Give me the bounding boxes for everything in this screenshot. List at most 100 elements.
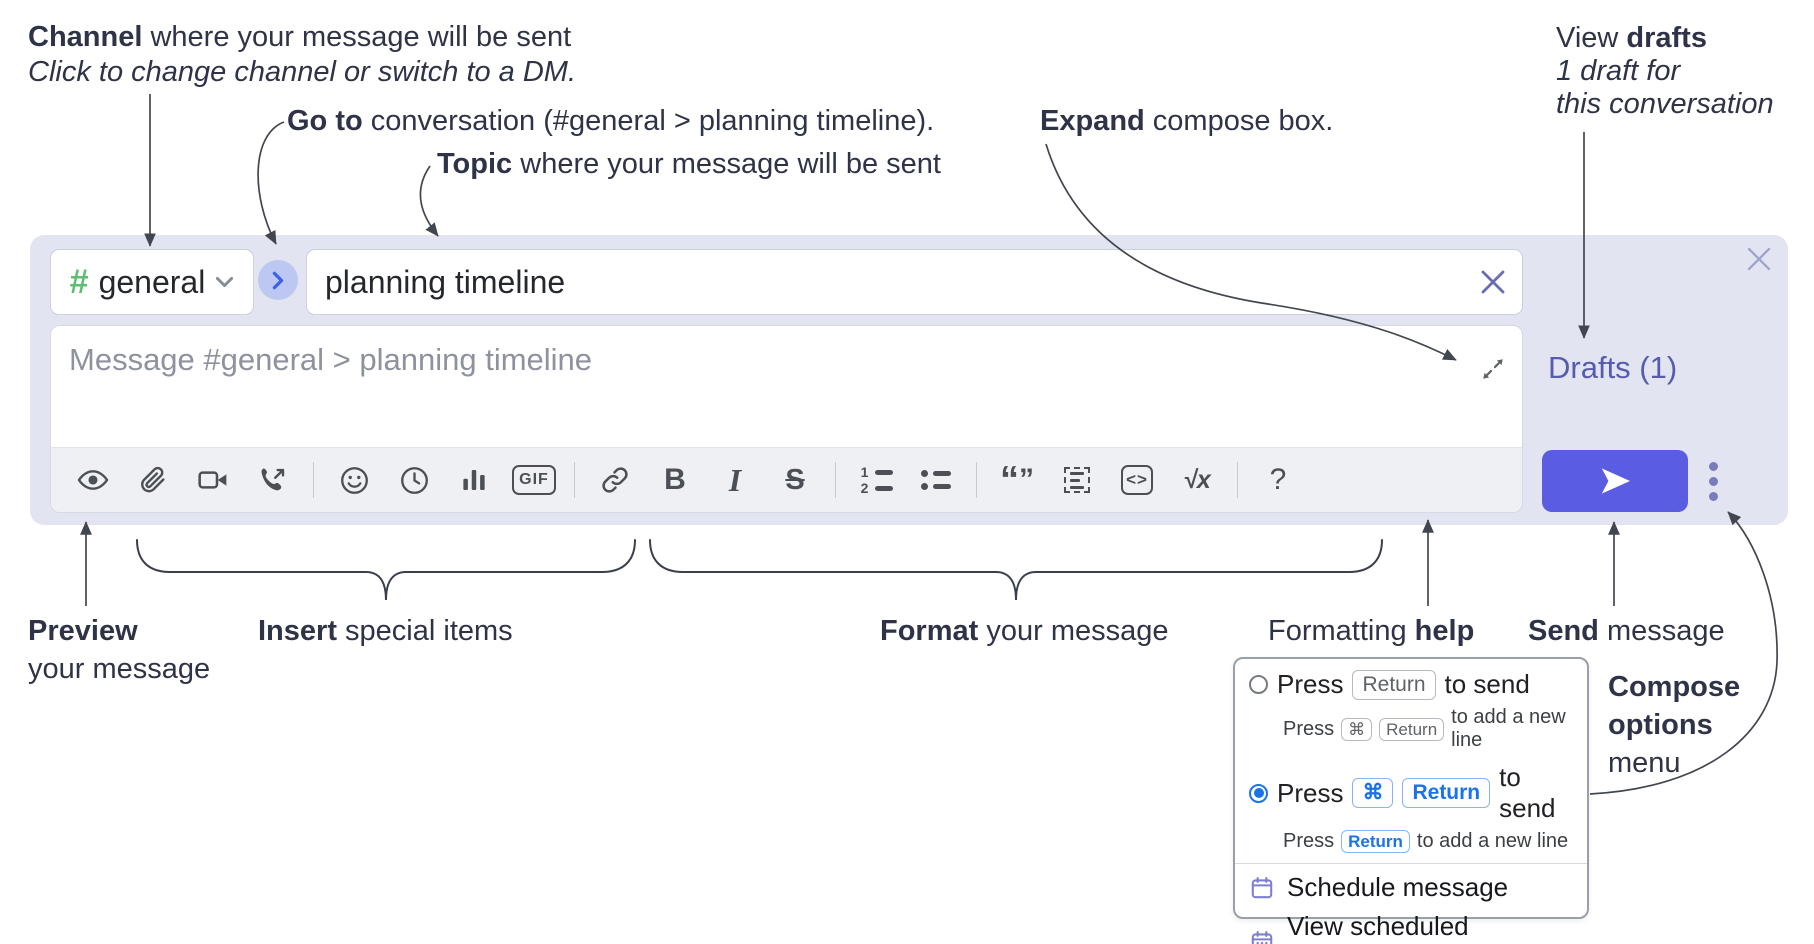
close-compose-icon[interactable] (1744, 244, 1774, 274)
numbered-list-button[interactable]: 1 2 (852, 456, 900, 504)
bar-chart-icon (463, 470, 485, 490)
time-button[interactable] (390, 456, 438, 504)
formatting-help-button[interactable]: ? (1254, 456, 1302, 504)
opt2-sub-pre: Press (1283, 830, 1335, 852)
cmd-key-chip: ⌘ (1352, 778, 1394, 808)
channel-selector-button[interactable]: # general (50, 249, 254, 315)
attach-file-button[interactable] (129, 456, 177, 504)
bold-icon: B (664, 463, 686, 496)
clock-icon (400, 466, 428, 494)
compose-options-line3: menu (1608, 747, 1681, 779)
format-caption-bold: Format (880, 615, 979, 647)
eye-icon (77, 470, 109, 490)
gif-button[interactable]: GIF (510, 456, 558, 504)
link-button[interactable] (591, 456, 639, 504)
audio-call-button[interactable] (249, 456, 297, 504)
send-caption-rest: message (1598, 615, 1725, 647)
view-drafts-line3: this conversation (1556, 88, 1774, 120)
video-call-button[interactable] (189, 456, 237, 504)
channel-annotation-bold: Channel (28, 21, 143, 53)
ol-digit-2: 2 (860, 480, 869, 496)
bulleted-list-button[interactable] (912, 456, 960, 504)
format-brace (649, 539, 1383, 601)
goto-annotation-rest: conversation (#general > planning timeli… (362, 105, 935, 137)
poll-button[interactable] (450, 456, 498, 504)
opt2-pre: Press (1277, 777, 1344, 808)
goto-annotation-bold: Go to (287, 105, 363, 137)
paperclip-icon (141, 466, 165, 493)
topic-input-wrap (306, 249, 1523, 315)
radio-unselected-icon[interactable] (1249, 675, 1268, 694)
message-box: Message #general > planning timeline (50, 325, 1523, 513)
topic-annotation-rest: where your message will be sent (512, 148, 941, 180)
spoiler-block-button[interactable] (1053, 456, 1101, 504)
insert-caption: Insert special items (258, 612, 513, 650)
insert-caption-rest: special items (336, 615, 513, 647)
topic-input[interactable] (306, 249, 1523, 315)
code-button[interactable]: <> (1113, 456, 1161, 504)
compose-options-caption: Compose options menu (1608, 668, 1740, 782)
help-caption-bold: help (1414, 615, 1475, 647)
expand-annotation-bold: Expand (1040, 105, 1145, 137)
bold-button[interactable]: B (651, 456, 699, 504)
insert-brace (136, 539, 636, 601)
strikethrough-icon: S (785, 463, 805, 496)
drafts-link[interactable]: Drafts (1) (1548, 350, 1678, 385)
cmd-key-chip: ⌘ (1341, 717, 1373, 741)
link-icon (602, 467, 628, 493)
quote-button[interactable]: “” (993, 456, 1041, 504)
topic-annotation: Topic where your message will be sent (437, 147, 941, 182)
goto-conversation-button[interactable] (258, 260, 298, 300)
option-enter-to-send-sub: Press ⌘ Return to add a new line (1235, 700, 1587, 752)
preview-button[interactable] (69, 456, 117, 504)
opt1-post: to send (1444, 669, 1530, 699)
option-cmd-enter-to-send[interactable]: Press ⌘ Return to send (1235, 752, 1587, 824)
quote-icon: “ (1000, 459, 1019, 501)
kebab-dot (1708, 476, 1718, 486)
bulleted-list-icon (921, 470, 951, 490)
preview-caption: Preview your message (28, 612, 210, 688)
opt2-sub-post: to add a new line (1416, 830, 1569, 852)
toolbar-divider (574, 462, 575, 498)
menu-item-label: View scheduled messages (1287, 911, 1469, 944)
radio-selected-icon[interactable] (1249, 783, 1268, 803)
insert-caption-bold: Insert (258, 615, 337, 647)
option-enter-to-send[interactable]: Press Return to send (1235, 659, 1587, 700)
channel-annotation-line2: Click to change channel or switch to a D… (28, 56, 577, 88)
menu-item-label: Schedule message (1287, 872, 1509, 902)
chevron-down-icon (216, 277, 234, 287)
send-caption: Send message (1528, 612, 1725, 650)
numbered-list-icon: 1 2 (860, 465, 893, 496)
emoji-button[interactable] (330, 456, 378, 504)
menu-item-view-scheduled[interactable]: View scheduled messages (1235, 903, 1587, 944)
menu-item-schedule-message[interactable]: Schedule message (1235, 864, 1587, 903)
toolbar-divider (1237, 462, 1238, 498)
italic-button[interactable]: I (711, 456, 759, 504)
compose-options-line1: Compose (1608, 671, 1741, 703)
opt1-pre: Press (1277, 669, 1344, 699)
send-button[interactable] (1542, 450, 1688, 512)
topic-annotation-bold: Topic (437, 148, 513, 180)
channel-annotation: Channel where your message will be sent … (28, 20, 576, 90)
expand-compose-icon[interactable] (1480, 356, 1506, 382)
message-input[interactable]: Message #general > planning timeline (69, 342, 593, 377)
expand-annotation: Expand compose box. (1040, 104, 1333, 139)
expand-annotation-rest: compose box. (1144, 105, 1334, 137)
compose-options-button[interactable] (1700, 452, 1726, 510)
view-drafts-annotation: View drafts 1 draft for this conversatio… (1556, 22, 1774, 121)
return-key-chip: Return (1402, 778, 1491, 808)
help-caption-pre: Formatting (1268, 615, 1415, 647)
clear-topic-icon[interactable] (1477, 266, 1509, 298)
channel-hash-icon: # (69, 262, 89, 301)
paper-plane-icon (1601, 468, 1630, 494)
formula-icon: √x (1183, 465, 1211, 494)
math-button[interactable]: √x (1173, 456, 1221, 504)
strikethrough-button[interactable]: S (771, 456, 819, 504)
formatting-help-caption: Formatting help (1268, 612, 1474, 650)
opt1-sub-post: to add a new line (1451, 706, 1566, 751)
italic-icon: I (728, 461, 742, 498)
kebab-dot (1708, 461, 1718, 471)
format-caption-rest: your message (978, 615, 1169, 647)
toolbar-divider (313, 462, 314, 498)
format-caption: Format your message (880, 612, 1169, 650)
